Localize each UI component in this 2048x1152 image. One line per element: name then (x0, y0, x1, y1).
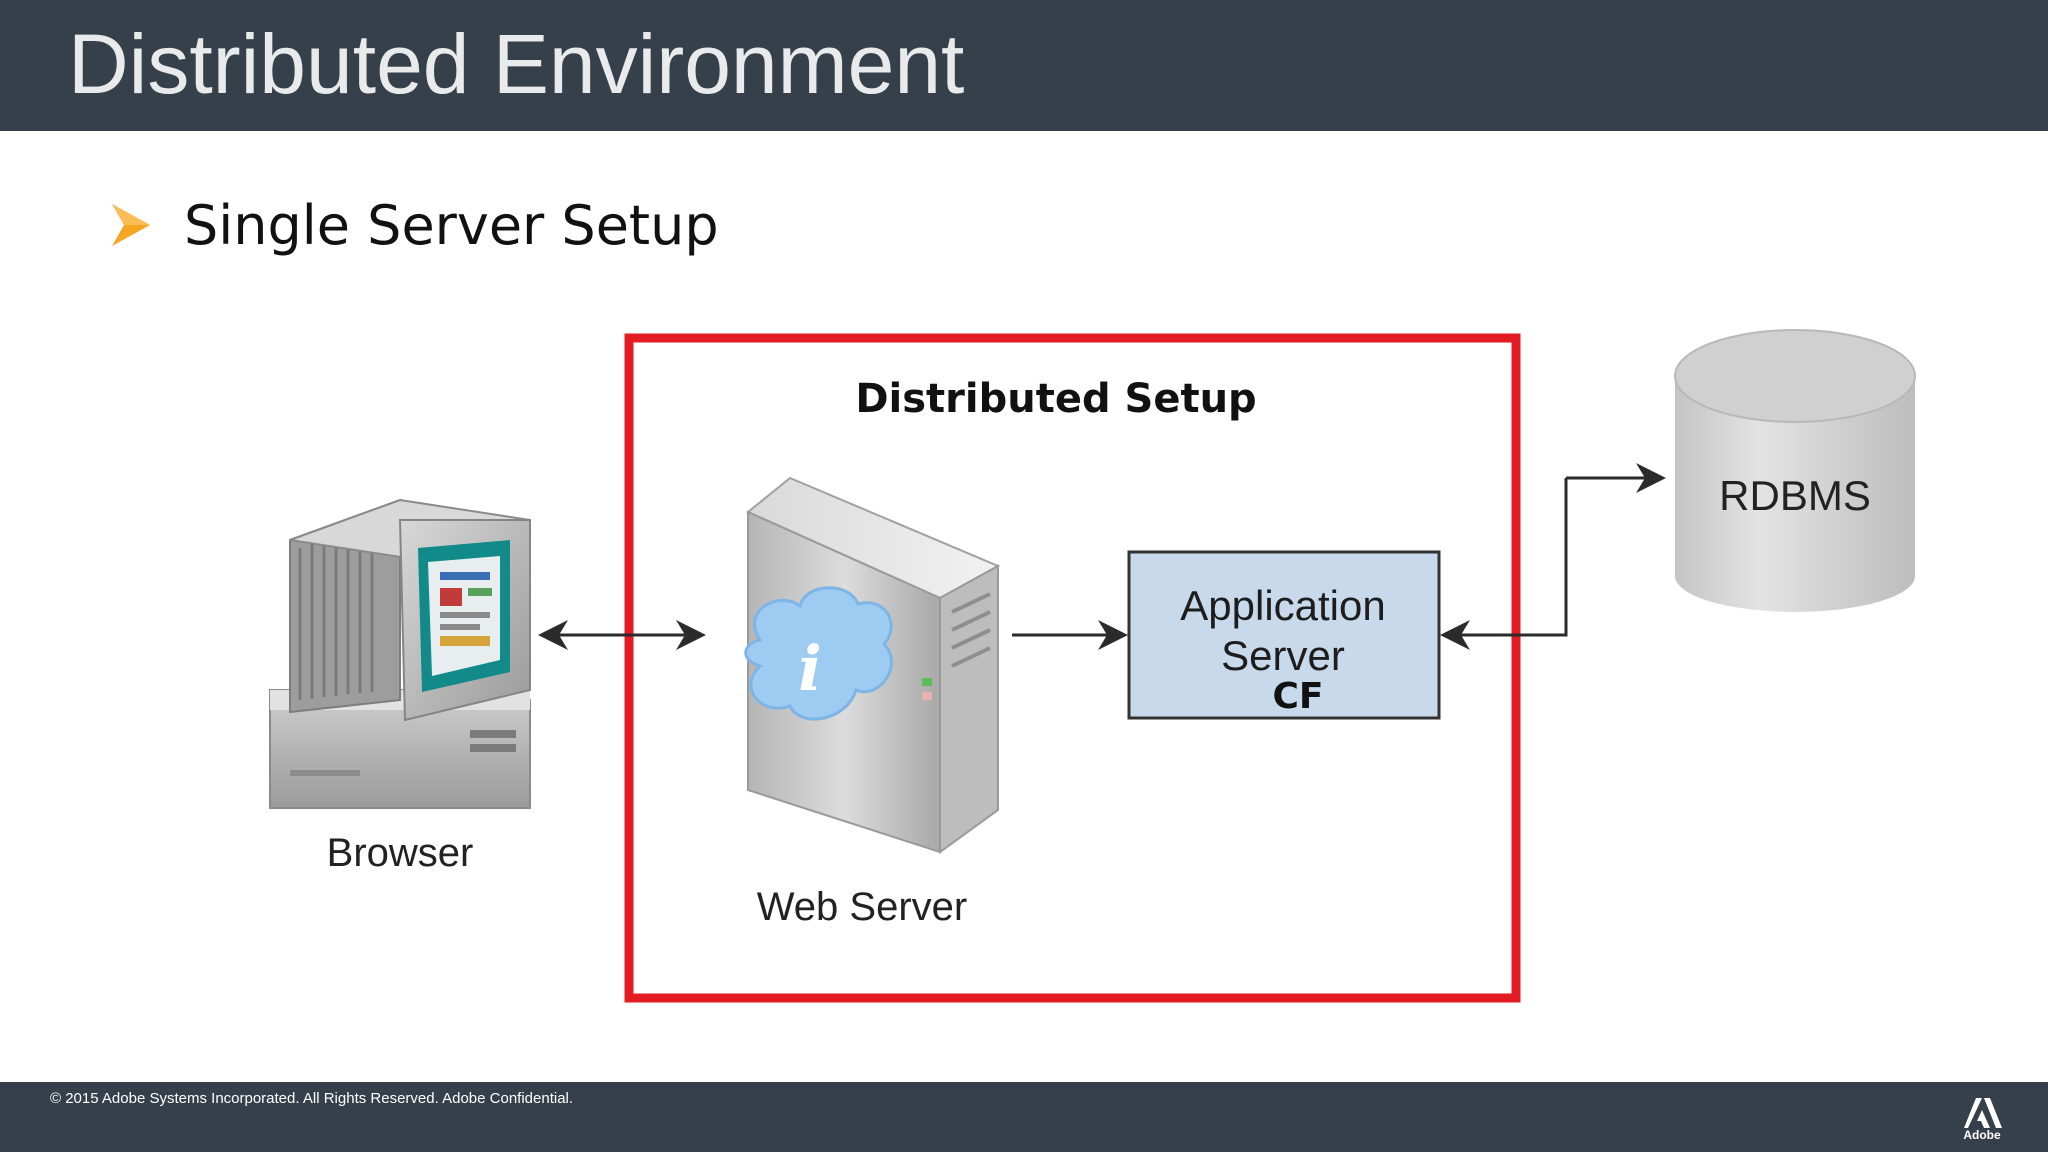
info-cloud-icon: i (744, 586, 893, 721)
application-server-box (1127, 550, 1441, 720)
distributed-setup-label: Distributed Setup (855, 376, 1256, 422)
desktop-computer-icon (269, 498, 531, 809)
adobe-logo-icon (1964, 1098, 2002, 1128)
app-server-line1: Application (1180, 582, 1385, 629)
footer-bar (0, 1082, 2048, 1152)
slide-title: Distributed Environment (68, 17, 965, 111)
bullet-item: Single Server Setup (184, 194, 719, 257)
title-bar: Distributed Environment (0, 0, 2048, 131)
adobe-logo-text: Adobe (1963, 1128, 2001, 1142)
rdbms-label: RDBMS (1719, 472, 1871, 519)
bullet-arrow-icon (112, 204, 150, 246)
browser-label: Browser (327, 831, 474, 875)
appserver-rdbms-connector (1440, 463, 1666, 650)
app-server-line3: CF (1272, 676, 1323, 717)
copyright-text: © 2015 Adobe Systems Incorporated. All R… (50, 1090, 574, 1107)
distributed-setup-frame (624, 333, 1521, 1003)
database-cylinder-icon (1674, 329, 1916, 612)
app-server-line2: Server (1221, 632, 1345, 679)
info-badge-text: i (798, 632, 822, 705)
web-server-label: Web Server (757, 885, 967, 929)
